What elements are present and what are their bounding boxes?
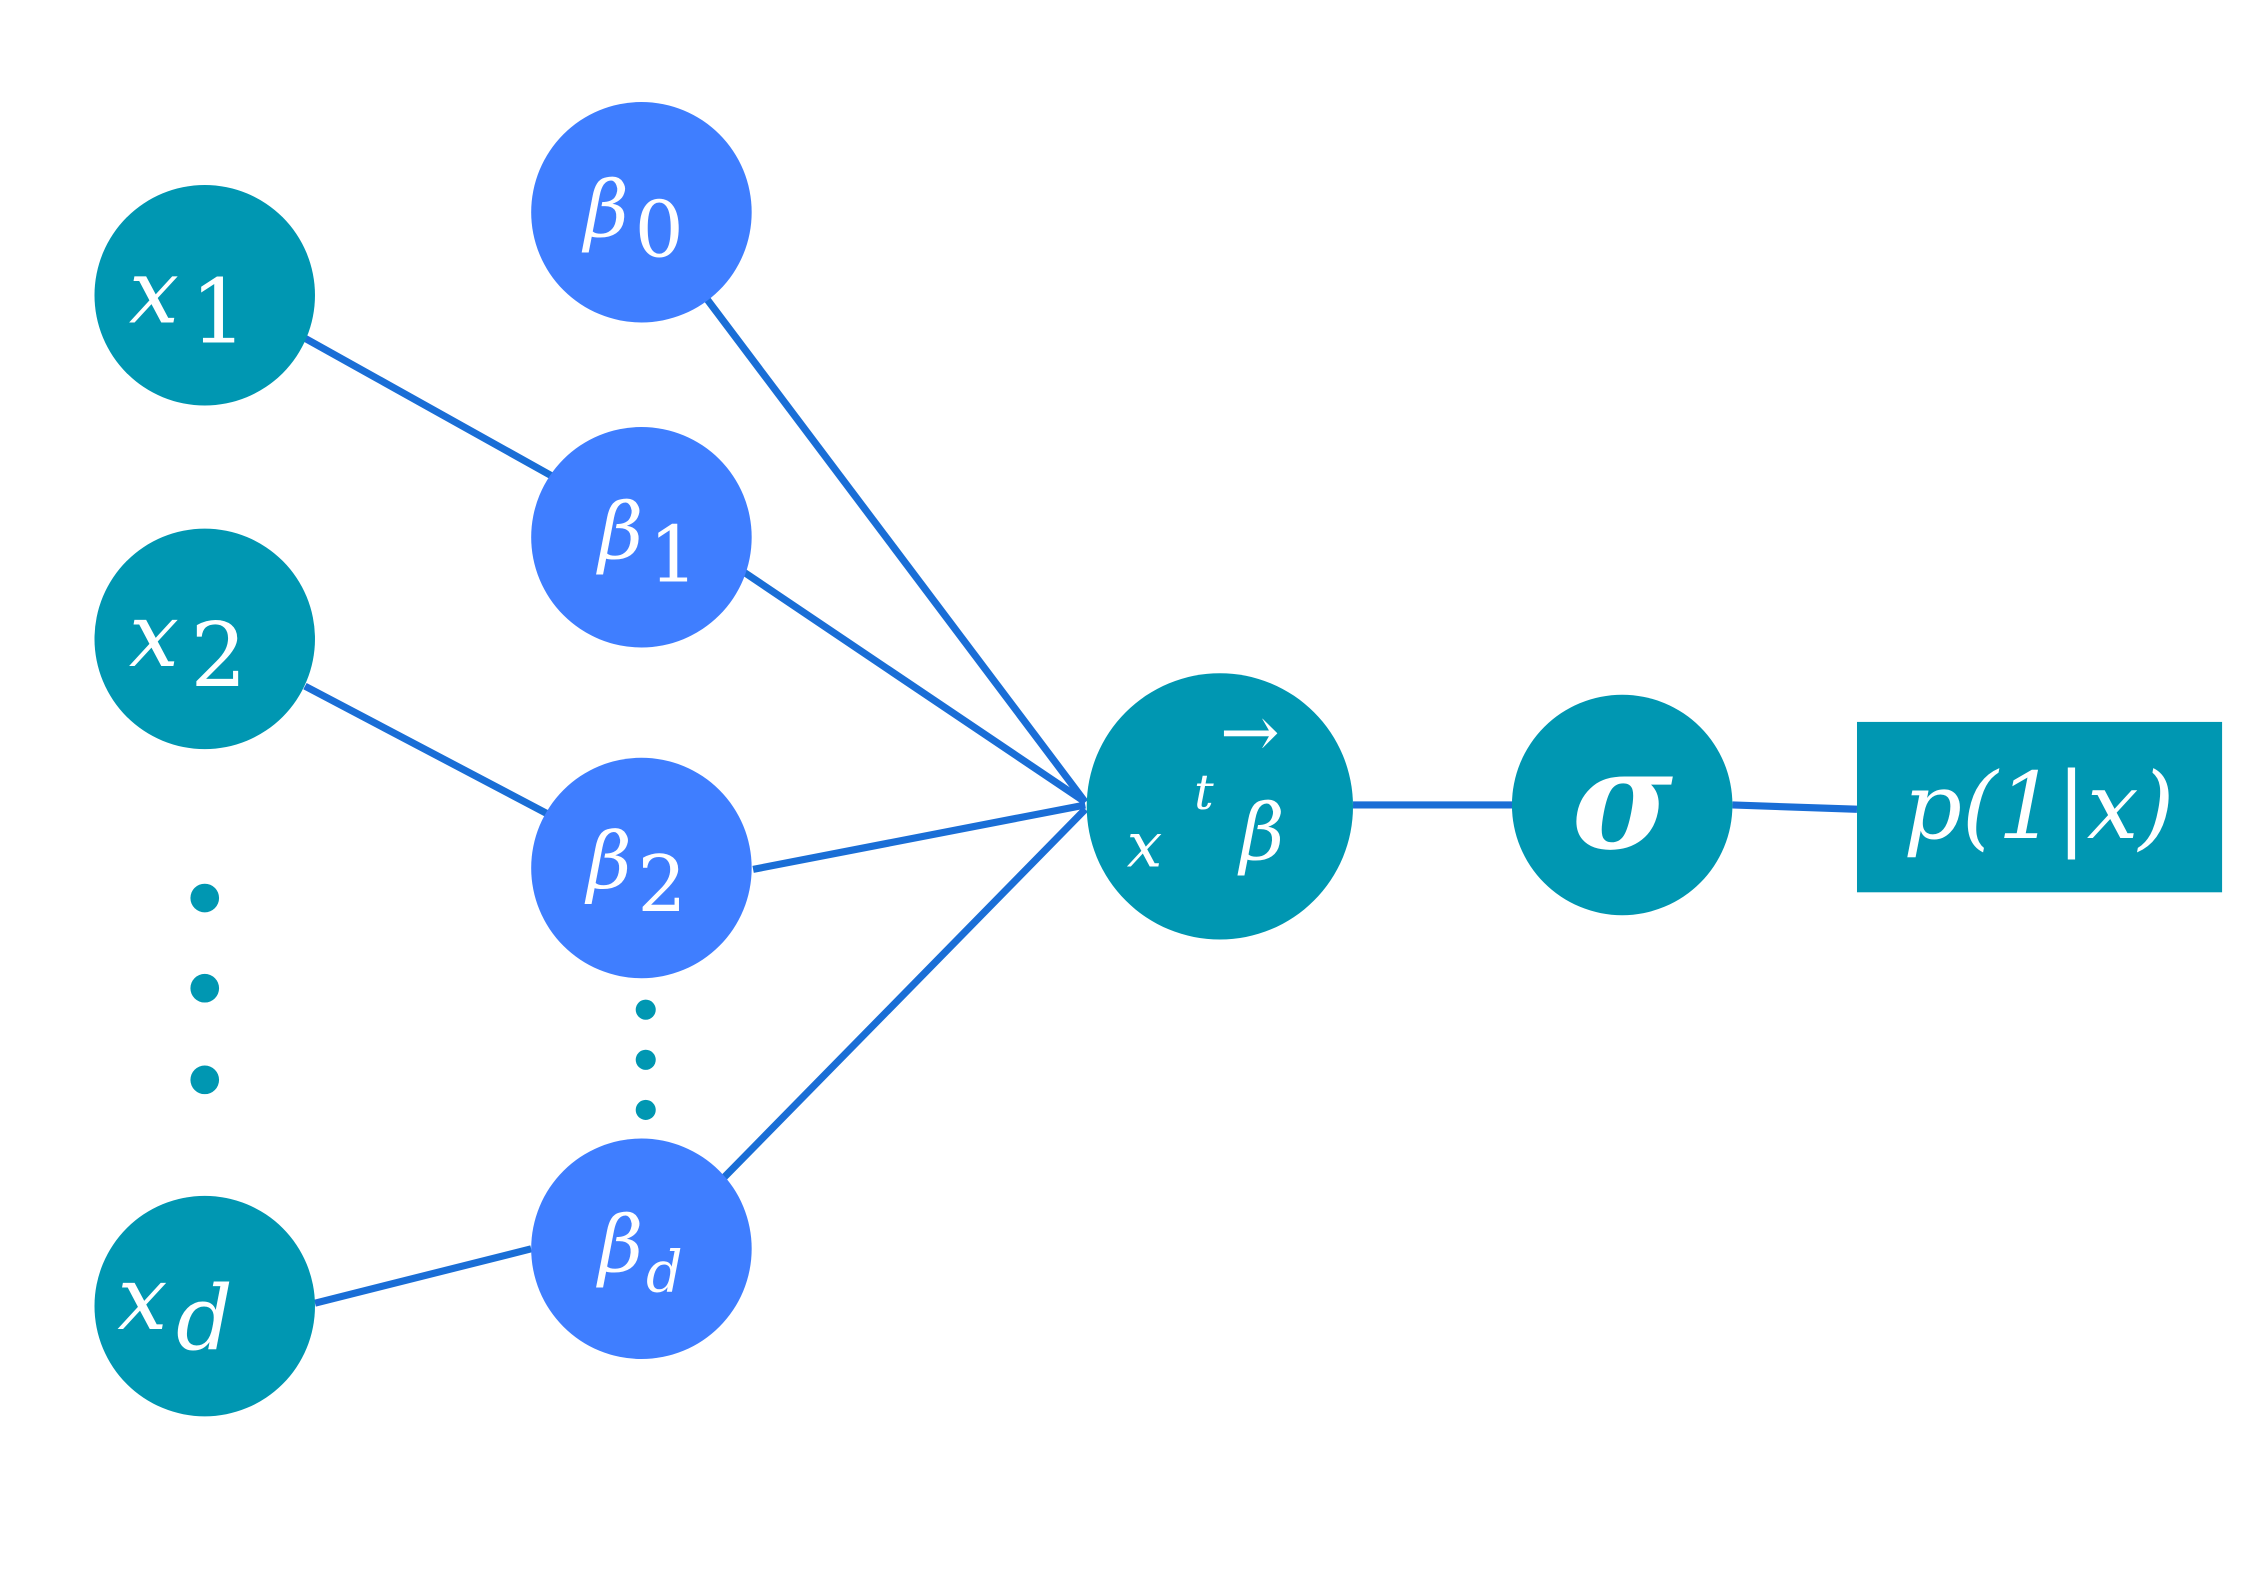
vector-arrow: → [1220,690,1280,773]
weight-ellipsis [635,999,656,1120]
edge-xd-betad [314,1245,533,1307]
edges [303,297,1858,1307]
linear-transpose: t [1194,765,1214,821]
input-symbol: x [129,584,179,687]
sigma-symbol: σ [1572,720,1674,881]
input-ellipsis [190,883,220,1095]
input-symbol: x [129,240,179,343]
weight-subscript: d [646,1239,683,1306]
linear-combination-node: x t β → [1086,673,1354,940]
weight-node-betad: βd [531,1138,752,1360]
svg-text:β0: β0 [581,166,684,276]
svg-text:β2: β2 [584,817,687,930]
weight-subscript: 2 [637,840,686,930]
edge-sigma-output [1732,801,1858,813]
weight-symbol: β [584,817,632,907]
input-symbol: x [117,1247,167,1350]
svg-text:x1: x1 [129,240,247,363]
weight-subscript: 1 [649,511,698,601]
weight-symbol: β [595,1201,643,1291]
output-box: p(1|x) [1856,721,2223,893]
weight-subscript: 0 [635,186,684,276]
linear-beta: β [1237,788,1285,878]
svg-text:β1: β1 [595,488,698,601]
input-subscript: d [176,1267,233,1370]
sigmoid-node: σ [1511,694,1733,916]
weight-symbol: β [595,488,643,578]
edge-x2-beta2 [303,682,549,817]
edge-beta1-sum [741,568,1088,806]
svg-text:x2: x2 [129,584,247,707]
linear-x: x [1127,809,1163,882]
edge-beta2-sum [752,801,1086,873]
edge-betad-sum [713,806,1088,1189]
edge-x1-beta1 [303,335,553,479]
input-subscript: 2 [190,604,246,707]
weight-symbol: β [581,166,629,256]
svg-text:βd: βd [595,1201,682,1306]
svg-text:xd: xd [117,1247,232,1370]
edge-beta0-sum [704,297,1089,805]
input-subscript: 1 [190,260,246,363]
output-label: p(1|x) [1903,753,2174,860]
